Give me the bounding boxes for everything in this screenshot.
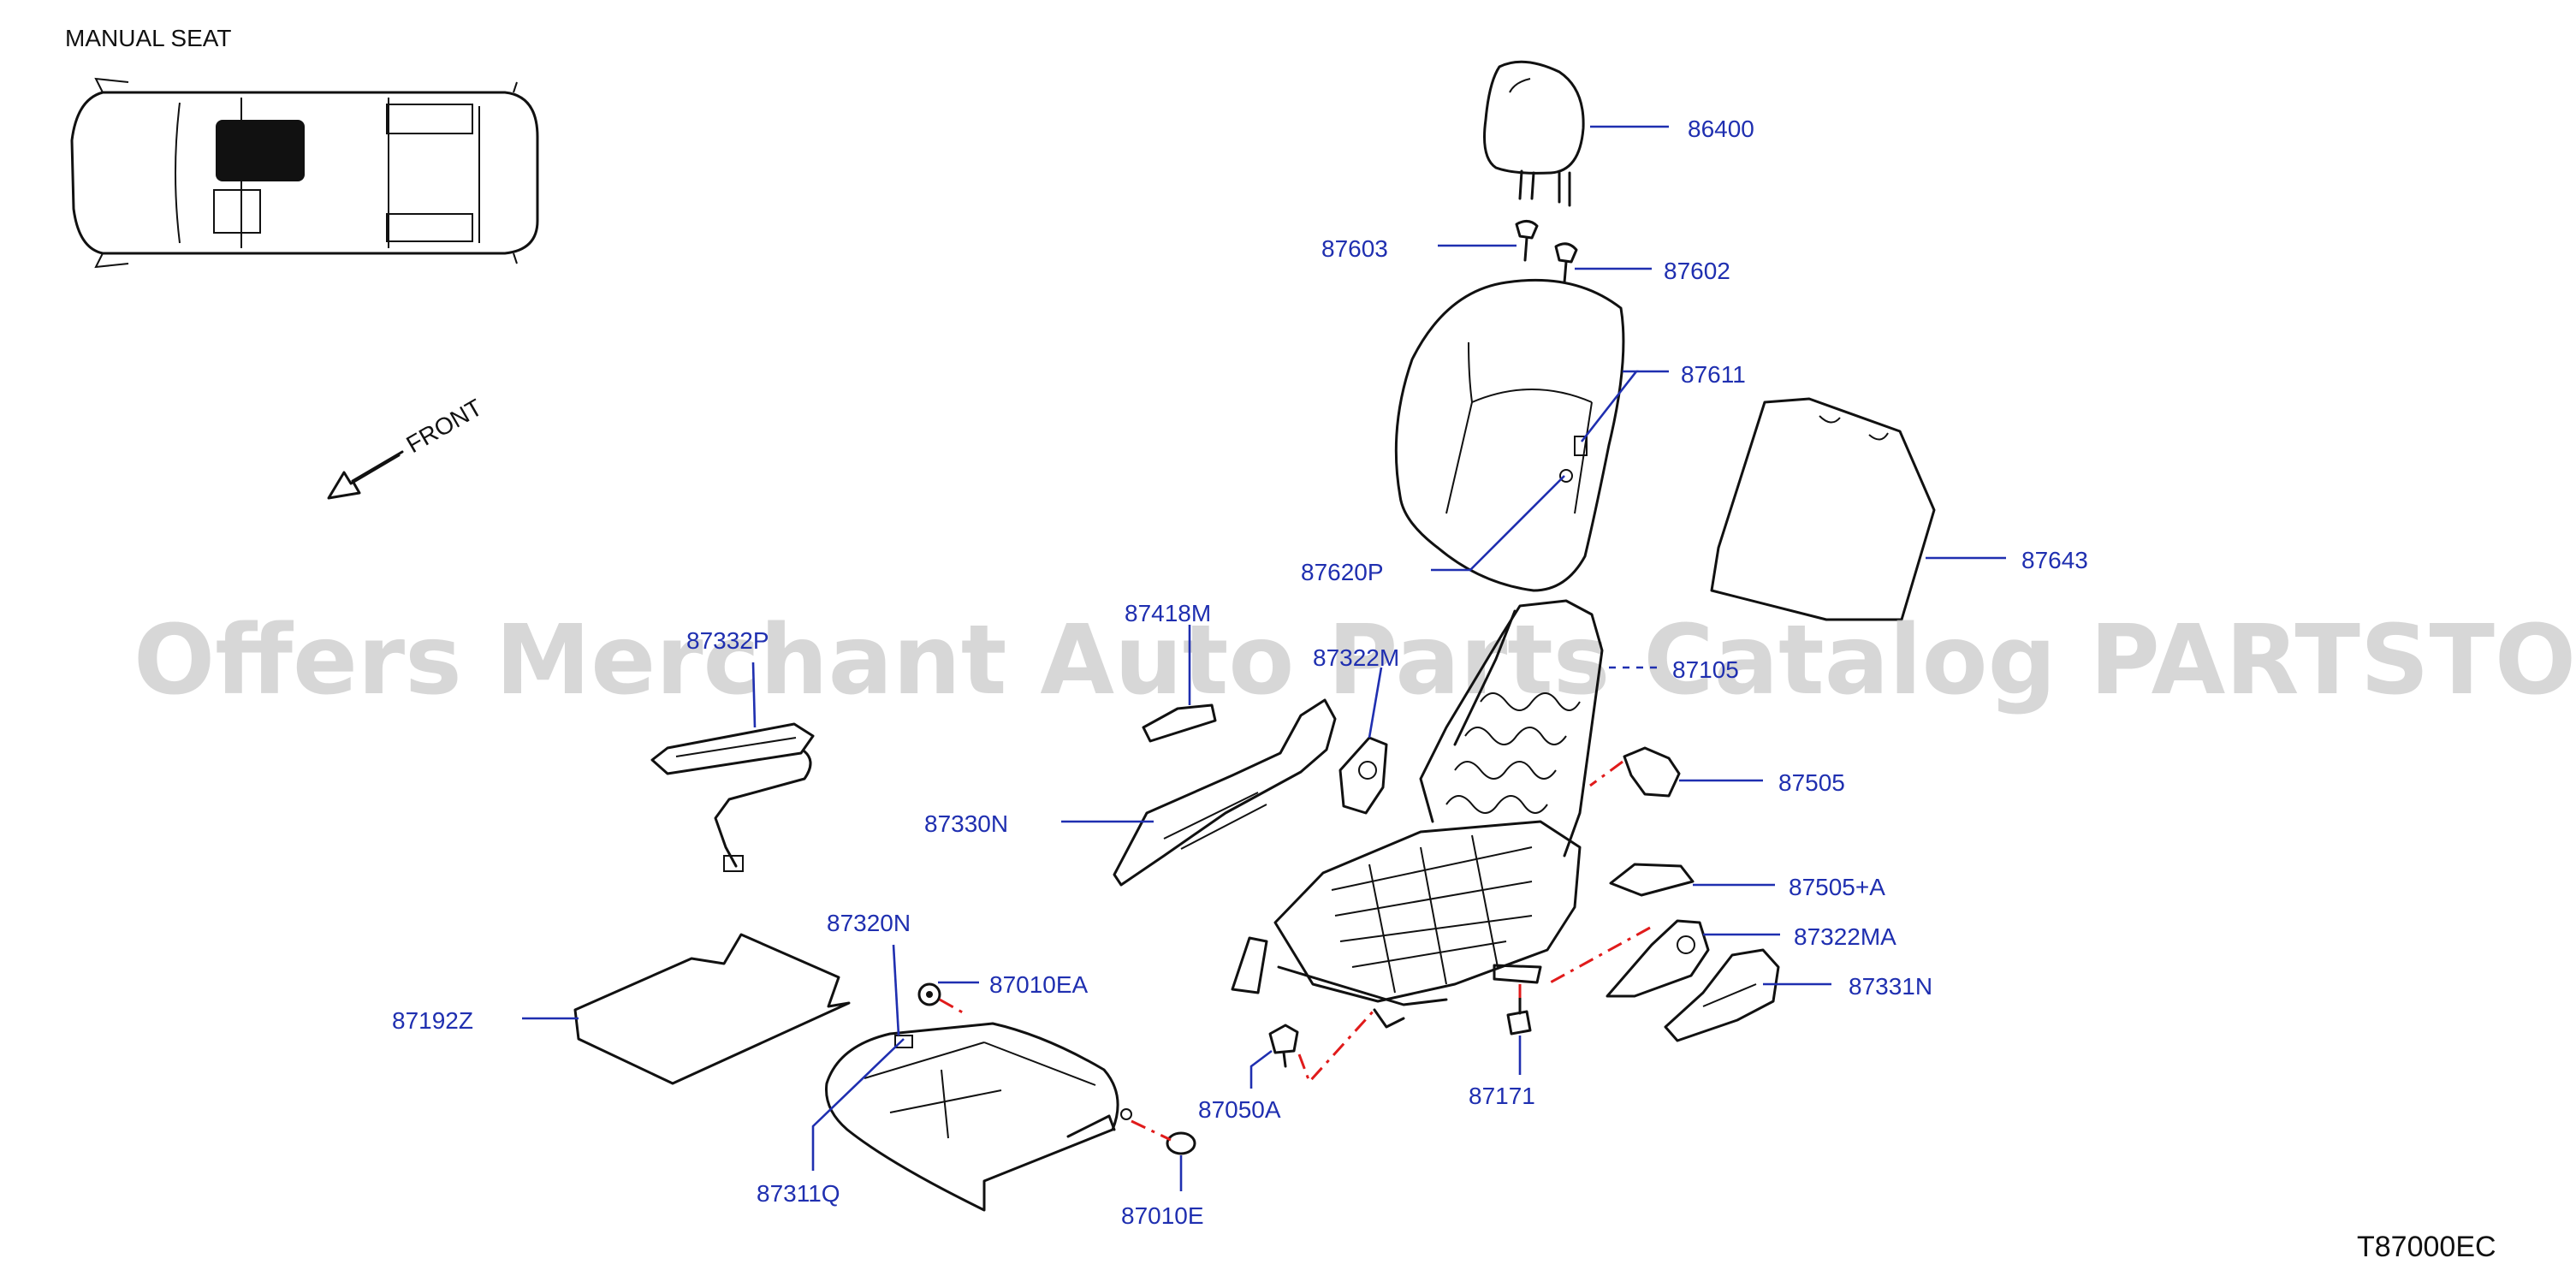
recliner-cover-shape xyxy=(1623,746,1681,798)
connector-recliner-cover xyxy=(1589,760,1623,787)
part-label-87010E[interactable]: 87010E xyxy=(1121,1202,1204,1229)
watermark: Offers Merchant Auto Parts Catalog PARTS… xyxy=(134,605,2576,716)
back-board-shape xyxy=(1710,397,1936,621)
part-label-87171[interactable]: 87171 xyxy=(1469,1083,1535,1109)
headrest-guide-rh-shape xyxy=(1554,242,1578,284)
lumbar-adjuster-shape xyxy=(1142,703,1217,743)
finisher-outer-shape xyxy=(1664,948,1780,1042)
part-label-87192Z[interactable]: 87192Z xyxy=(392,1007,473,1034)
connector-hook-upper xyxy=(939,998,968,1017)
seat-back-frame-shape xyxy=(1419,599,1604,858)
leader-bolt xyxy=(1249,1049,1273,1089)
hook-lower-shape xyxy=(1166,1131,1196,1155)
front-direction-arrow-icon xyxy=(327,450,404,500)
seat-cushion-frame-shape xyxy=(1231,820,1582,1029)
part-label-86400[interactable]: 86400 xyxy=(1688,116,1754,142)
part-label-87505+A[interactable]: 87505+A xyxy=(1789,874,1885,900)
part-label-87643[interactable]: 87643 xyxy=(2021,547,2088,573)
connector-hook-lower xyxy=(1131,1119,1172,1142)
cushion-pad-shape xyxy=(573,933,851,1085)
part-label-87322MA[interactable]: 87322MA xyxy=(1794,923,1896,950)
part-label-87010EA[interactable]: 87010EA xyxy=(989,971,1089,998)
recliner-cover-a-shape xyxy=(1609,863,1695,897)
part-label-87330N[interactable]: 87330N xyxy=(924,810,1008,837)
leader-recliner-cover-inner xyxy=(1368,667,1383,739)
diagram-title: MANUAL SEAT xyxy=(65,25,231,51)
headrest-guide-lh-shape xyxy=(1515,220,1539,262)
recliner-cover-outer-shape xyxy=(1606,919,1710,998)
leader-cushion-clip xyxy=(892,944,900,1036)
hook-upper-shape xyxy=(917,982,941,1006)
recliner-cover-inner-shape xyxy=(1338,736,1388,815)
part-label-87620P[interactable]: 87620P xyxy=(1301,559,1384,585)
leader-cushion-trim xyxy=(811,1038,905,1171)
front-label: FRONT xyxy=(402,394,487,458)
part-label-87602[interactable]: 87602 xyxy=(1664,258,1730,284)
leader-wire-harness xyxy=(751,662,757,728)
part-label-87603[interactable]: 87603 xyxy=(1321,235,1388,262)
cushion-trim-shape xyxy=(825,1022,1132,1212)
wire-harness-shape xyxy=(650,722,815,872)
knob-shape xyxy=(1506,996,1532,1036)
diagram-code: T87000EC xyxy=(2357,1231,2496,1263)
bolt-shape xyxy=(1268,1024,1299,1068)
part-label-87331N[interactable]: 87331N xyxy=(1849,973,1932,1000)
connector-bolt xyxy=(1297,1008,1376,1084)
headrest-shape xyxy=(1483,60,1585,207)
part-label-87322M[interactable]: 87322M xyxy=(1313,644,1399,671)
part-label-87320N[interactable]: 87320N xyxy=(827,910,911,936)
part-label-87505[interactable]: 87505 xyxy=(1778,769,1845,796)
part-label-87050A[interactable]: 87050A xyxy=(1198,1096,1281,1123)
part-label-87611[interactable]: 87611 xyxy=(1681,361,1746,388)
vehicle-top-view-icon xyxy=(70,77,539,269)
seat-back-trim-shape xyxy=(1394,278,1625,592)
leader-back-pad-clip xyxy=(1431,475,1565,572)
part-label-87311Q[interactable]: 87311Q xyxy=(757,1180,840,1207)
part-label-87332P[interactable]: 87332P xyxy=(686,627,769,654)
side-finisher-shape xyxy=(1113,698,1337,887)
connector-recliner-cover-outer xyxy=(1546,926,1651,986)
part-label-87105[interactable]: 87105 xyxy=(1672,656,1739,683)
part-label-87418M[interactable]: 87418M xyxy=(1125,600,1211,626)
